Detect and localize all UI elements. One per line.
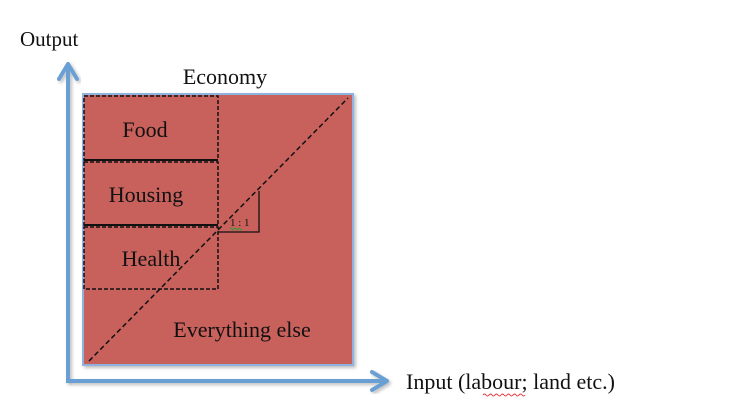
- slope-triangle: [218, 191, 260, 233]
- sector-label-health: Health: [122, 246, 181, 271]
- sector-label-housing: Housing: [109, 182, 184, 207]
- y-axis-label: Output: [20, 27, 79, 51]
- economy-title: Economy: [183, 64, 267, 89]
- x-axis: [66, 370, 389, 392]
- slope-label: 1 : 1: [230, 217, 250, 229]
- everything-else-label: Everything else: [173, 317, 310, 342]
- diagonal-line: [88, 97, 349, 362]
- spellcheck-underline: [229, 227, 243, 231]
- health-box: [83, 226, 219, 290]
- sector-label-food: Food: [122, 117, 167, 142]
- x-axis-label: Input (labour; land etc.): [406, 369, 615, 394]
- y-axis-arrowhead: [57, 62, 79, 81]
- spellcheck-underline-labour: [482, 393, 526, 397]
- x-axis-arrowhead: [370, 370, 389, 392]
- y-axis: [57, 62, 79, 381]
